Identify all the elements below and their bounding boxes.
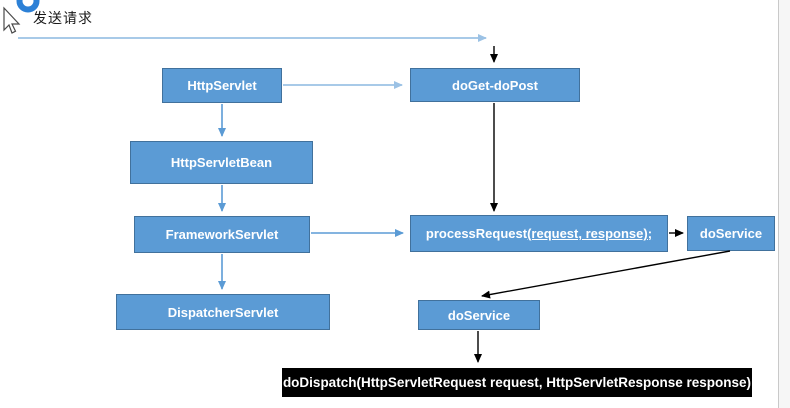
- node-dodispatch-label: doDispatch(HttpServletRequest request, H…: [282, 375, 752, 390]
- node-doservice-bottom[interactable]: doService: [418, 300, 540, 330]
- node-httpservletbean[interactable]: HttpServletBean: [130, 141, 313, 184]
- node-dispatcherservlet-label: DispatcherServlet: [167, 304, 279, 320]
- annotation-send-request: 发送请求: [33, 10, 93, 26]
- node-httpservlet-label: HttpServlet: [187, 78, 257, 93]
- busy-ring-icon: [16, 0, 40, 13]
- node-doget-dopost[interactable]: doGet-doPost: [410, 68, 580, 102]
- node-processrequest[interactable]: processRequest(request, response);: [410, 215, 668, 252]
- scrollbar-track[interactable]: [778, 0, 790, 408]
- busy-cursor-icon: [0, 0, 46, 40]
- node-processrequest-label: processRequest(request, response);: [425, 226, 653, 241]
- arrow-doservice-to-doservice: [481, 250, 731, 299]
- node-dodispatch[interactable]: doDispatch(HttpServletRequest request, H…: [282, 368, 752, 397]
- node-httpservletbean-label: HttpServletBean: [170, 155, 273, 170]
- arrow-cursor-icon: [3, 6, 21, 34]
- node-doservice-right[interactable]: doService: [687, 216, 775, 251]
- node-doget-dopost-label: doGet-doPost: [452, 77, 538, 93]
- node-doservice-right-label: doService: [699, 226, 763, 241]
- node-frameworkservlet[interactable]: FrameworkServlet: [134, 216, 310, 253]
- node-httpservlet[interactable]: HttpServlet: [162, 68, 282, 103]
- node-frameworkservlet-label: FrameworkServlet: [165, 227, 279, 242]
- node-dispatcherservlet[interactable]: DispatcherServlet: [116, 294, 330, 330]
- node-doservice-bottom-label: doService: [447, 307, 511, 323]
